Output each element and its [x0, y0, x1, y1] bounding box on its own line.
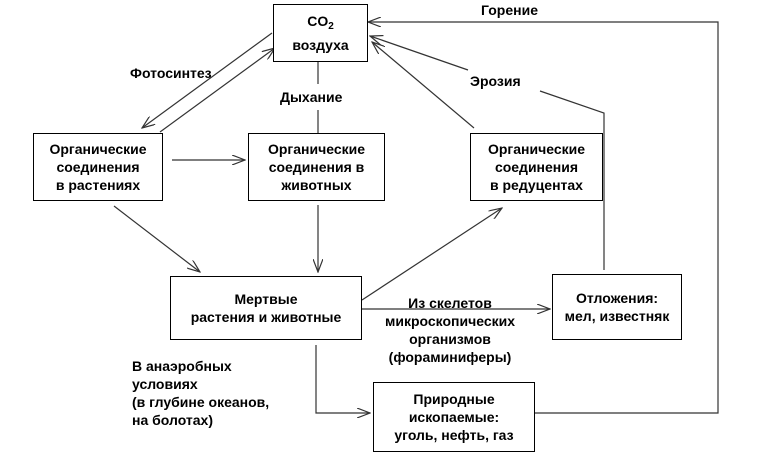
arrow-co2-to-plants [142, 32, 273, 128]
animals-box: Органические соединения в животных [248, 133, 385, 201]
arrow-plants-to-dead [113, 205, 200, 272]
fossils-box: Природные ископаемые: уголь, нефть, газ [373, 382, 535, 452]
photosynthesis-label: Фотосинтез [130, 65, 212, 81]
dead-organisms-box: Мертвые растения и животные [170, 276, 362, 340]
anaerobic-label: В анаэробных условиях (в глубине океанов… [132, 358, 270, 428]
arrow-fossils-to-co2 [368, 22, 719, 414]
arrow-decomposers-to-co2 [372, 42, 475, 129]
skeletons-label: Из скелетов микроскопических организмов … [384, 295, 516, 365]
arrow-dead-to-decomposers [361, 208, 502, 301]
arrow-plants-to-co2 [159, 48, 275, 133]
combustion-label: Горение [481, 2, 538, 18]
arrow-erosion-to-co2 [370, 36, 469, 71]
deposits-box: Отложения: мел, известняк [552, 274, 682, 340]
decomposers-box: Органические соединения в редуцентах [470, 133, 603, 201]
erosion-label: Эрозия [470, 73, 521, 89]
plants-box: Органические соединения в растениях [33, 133, 163, 201]
arrow-deposits-to-co2 [539, 90, 605, 270]
arrow-dead-to-fossils [315, 345, 370, 413]
respiration-label: Дыхание [280, 89, 343, 105]
